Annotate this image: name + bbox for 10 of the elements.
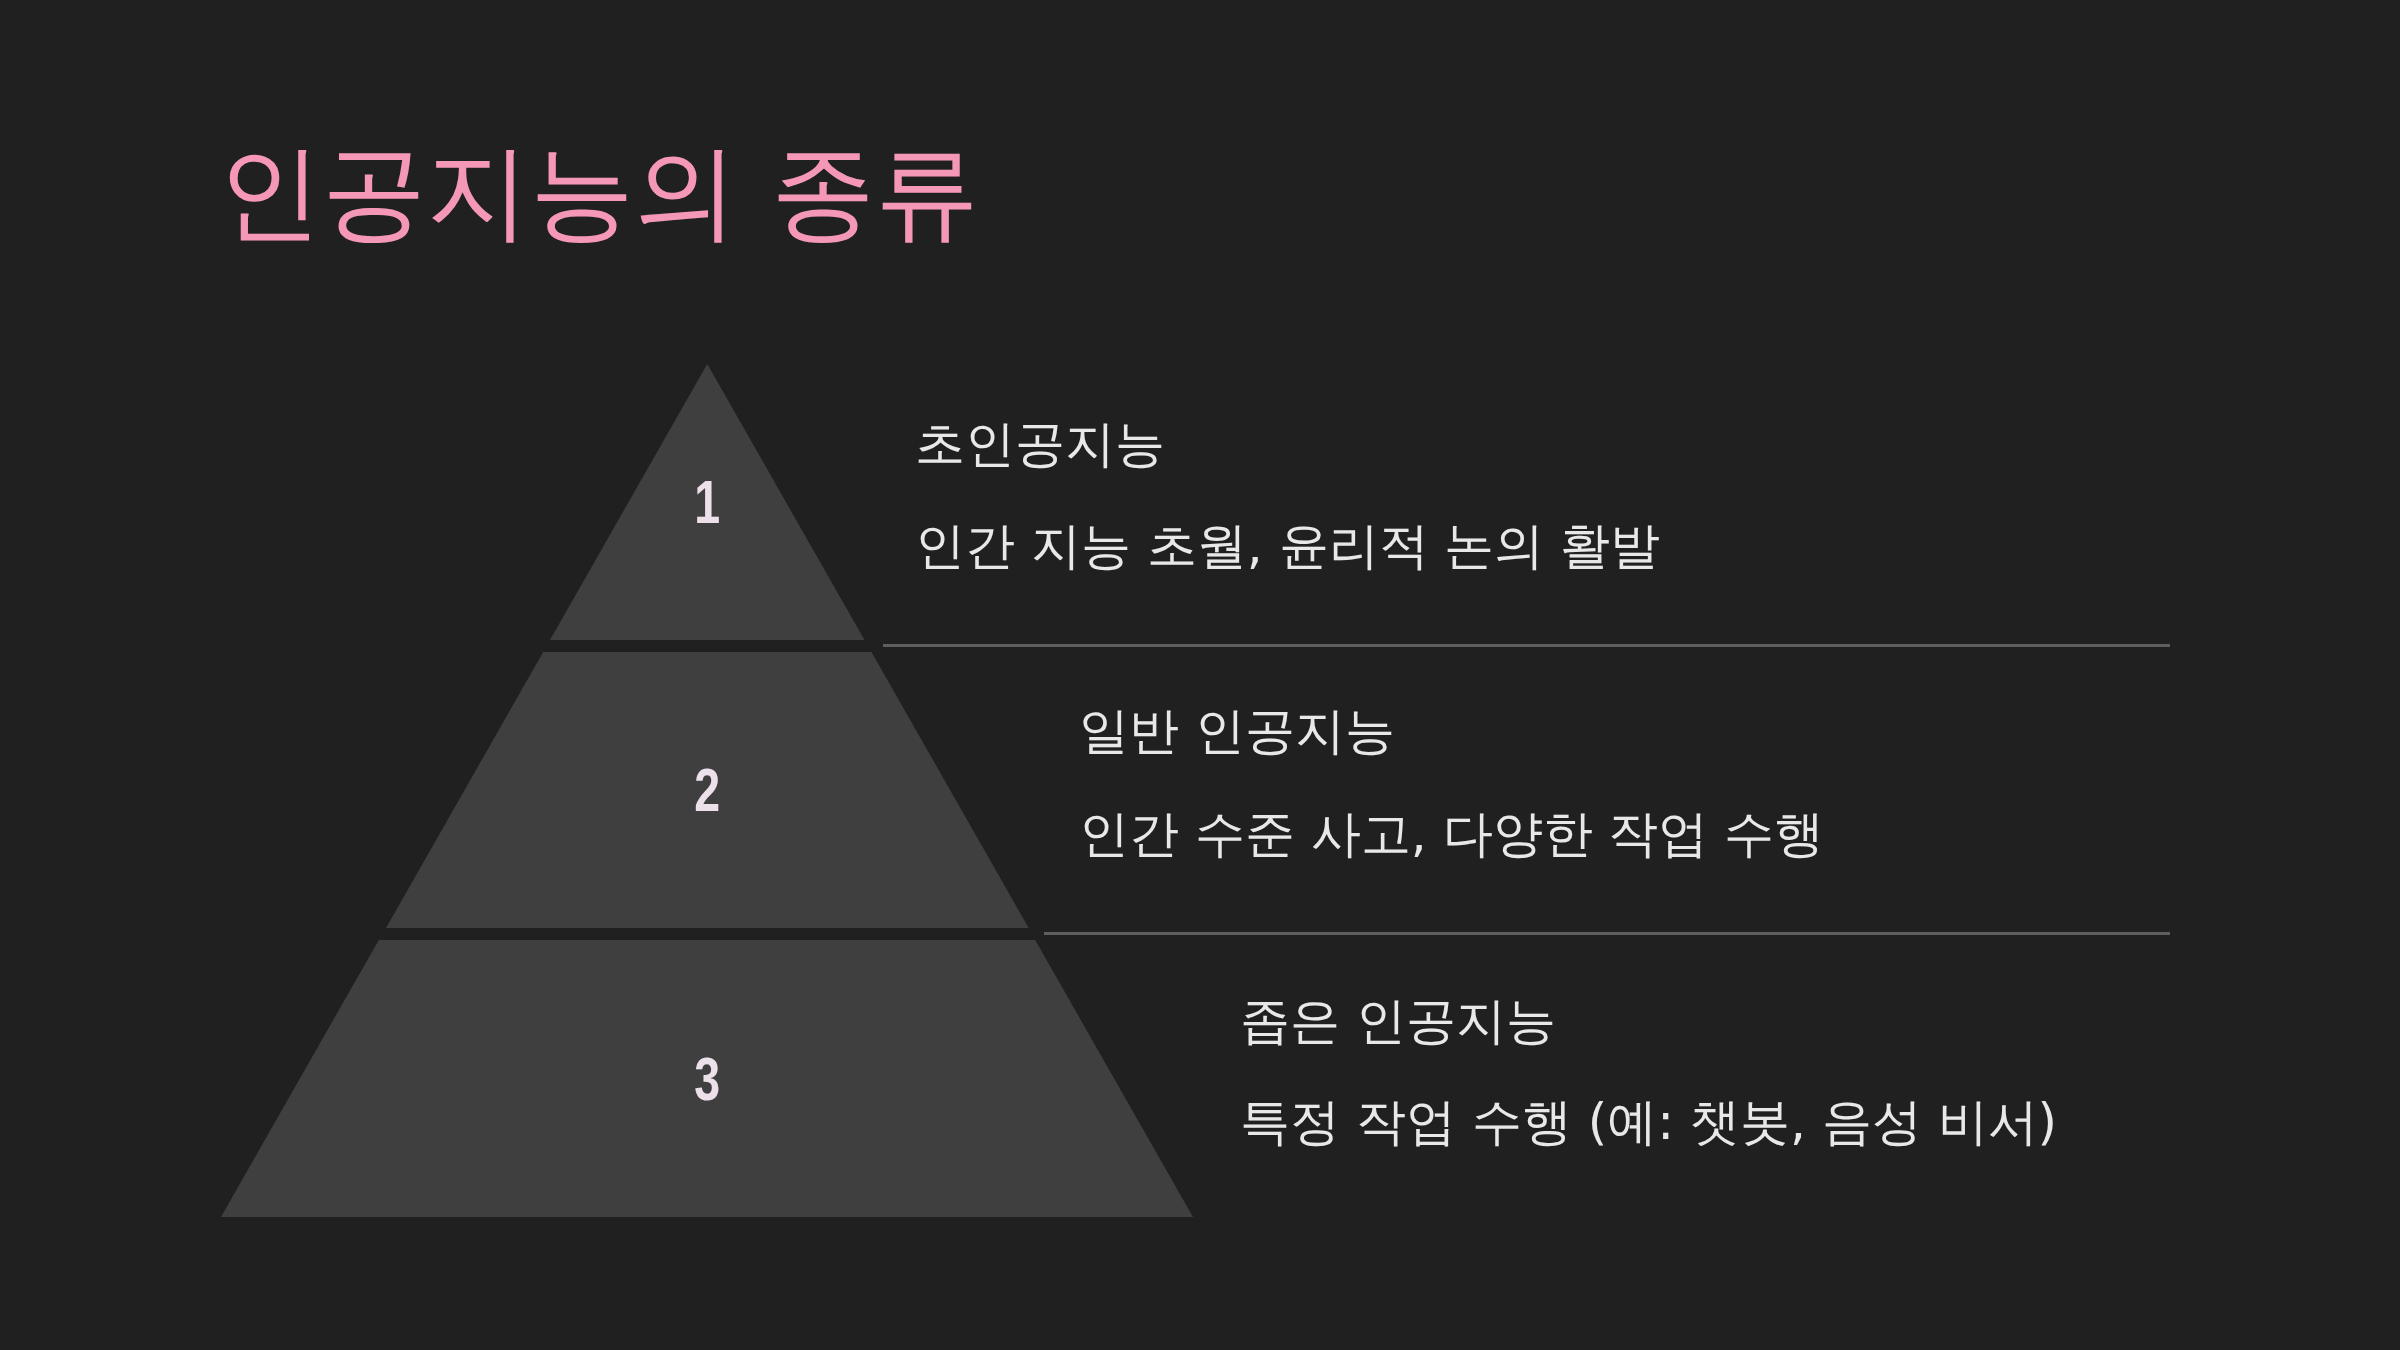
tier-number: 3 [694, 1047, 720, 1110]
tier-heading: 일반 인공지능 [1079, 700, 1395, 762]
tier-description: 인간 지능 초월, 윤리적 논의 활발 [915, 515, 1661, 577]
tier-description: 인간 수준 사고, 다양한 작업 수행 [1079, 803, 1825, 865]
tier-number: 2 [694, 759, 720, 821]
tier-description: 특정 작업 수행 (예: 챗봇, 음성 비서) [1240, 1091, 2058, 1153]
title: 인공지능의 종류 [218, 130, 980, 255]
tier-number: 1 [694, 471, 720, 533]
tier-heading: 초인공지능 [915, 413, 1165, 475]
tier-heading: 좁은 인공지능 [1240, 990, 1556, 1052]
